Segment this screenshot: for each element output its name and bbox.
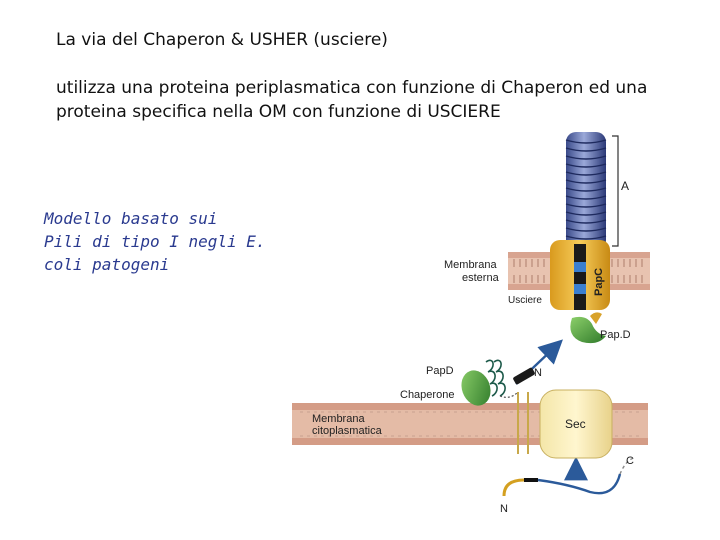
papd-at-usher [570,312,606,344]
label-chaperone: Chaperone [400,389,454,401]
slide-title: La via del Chaperon & USHER (usciere) [56,30,388,50]
nascent-polypeptide [502,457,635,497]
label-inner-membrane-2: citoplasmatica [312,425,383,437]
label-n-bottom: N [500,503,508,515]
label-papd-right: Pap.D [600,329,631,341]
model-note: Modello basato sui Pili di tipo I negli … [44,209,266,274]
label-inner-membrane-1: Membrana [312,413,365,425]
label-outer-membrane-1: Membrana [444,259,497,271]
label-outer-membrane-2: esterna [462,272,500,284]
label-papd-left: PapD [426,365,454,377]
label-n-top: N [534,367,542,379]
label-a: A [621,179,629,193]
label-sec: Sec [565,417,586,431]
papc-usher-barrel [550,240,610,310]
slide-subtitle: utilizza una proteina periplasmatica con… [56,78,648,122]
label-usher: Usciere [508,295,542,306]
chaperone-complex [461,359,535,406]
pilus-rod [565,132,607,250]
label-c: C [626,455,634,467]
label-papc: PapC [593,268,605,296]
pilus-bracket [612,135,619,247]
sec-translocon [517,389,613,459]
